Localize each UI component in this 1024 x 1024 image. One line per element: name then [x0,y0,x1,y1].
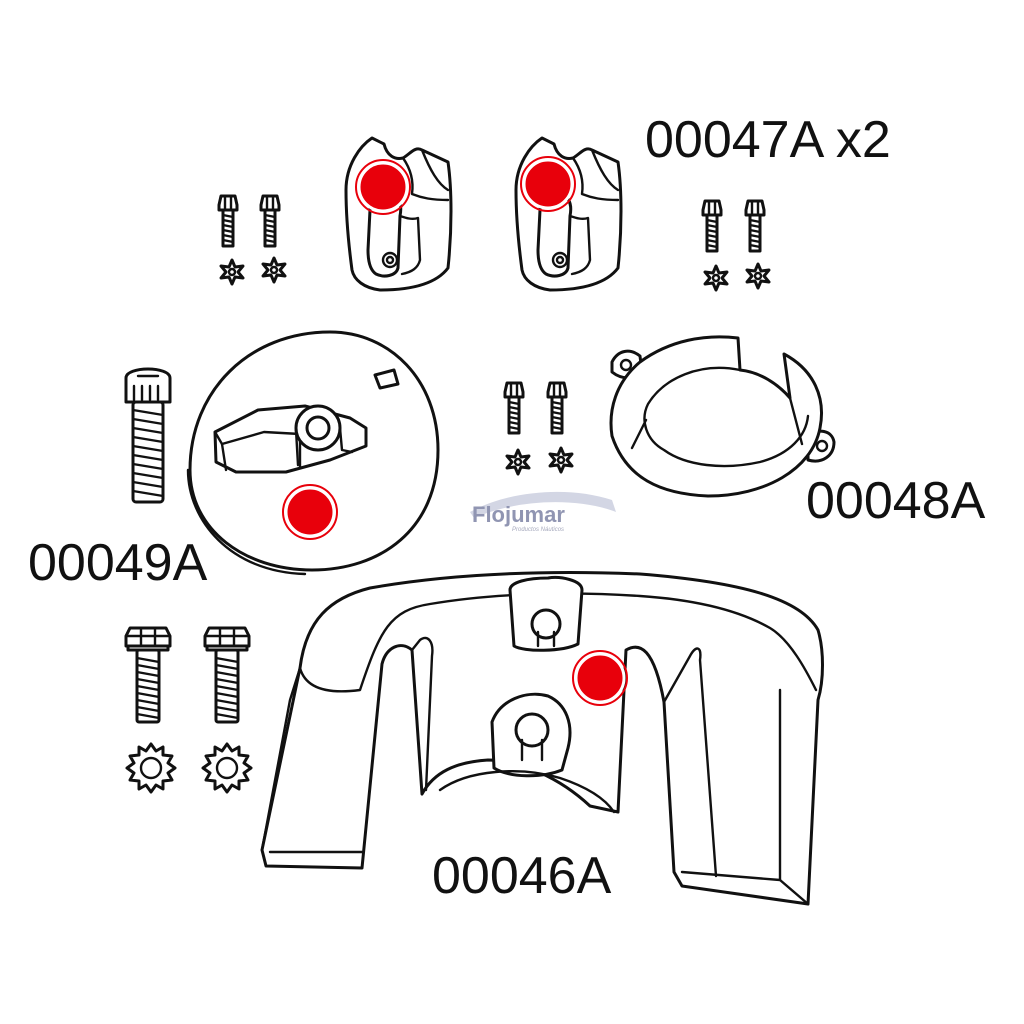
flojumar-watermark: Flojumar Productos Náuticos [470,491,616,533]
anode-00049a-group: 00049A [28,330,440,592]
anode-00047a-group: 00047A x2 [217,111,891,292]
disc-anode [186,330,440,576]
u-anode [260,571,824,906]
star-washer-icon [219,256,771,292]
bolt-icon [503,381,568,435]
shaft-anode-half-left [344,136,453,292]
label-00046a: 00046A [432,847,612,905]
star-washer-icon [125,742,253,794]
label-00047a: 00047A x2 [645,111,891,169]
ring-anode [609,335,836,498]
label-00049a: 00049A [28,534,208,592]
watermark-tagline: Productos Náuticos [512,527,564,533]
center-fastener-group [503,381,574,476]
watermark-brand: Flojumar [472,502,565,527]
shaft-anode-half-right [514,136,623,292]
bolt-icon [124,626,251,724]
star-washer-icon [505,446,574,476]
anode-marker-icon [355,156,576,215]
anode-marker-icon [282,484,338,540]
anode-00046a-group: 00046A [124,571,824,906]
anode-00048a-group: 00048A [609,335,986,530]
bolt-icon [217,194,766,253]
socket-screw-icon [124,367,172,504]
anode-marker-icon [572,650,628,706]
label-00048a: 00048A [806,472,986,530]
